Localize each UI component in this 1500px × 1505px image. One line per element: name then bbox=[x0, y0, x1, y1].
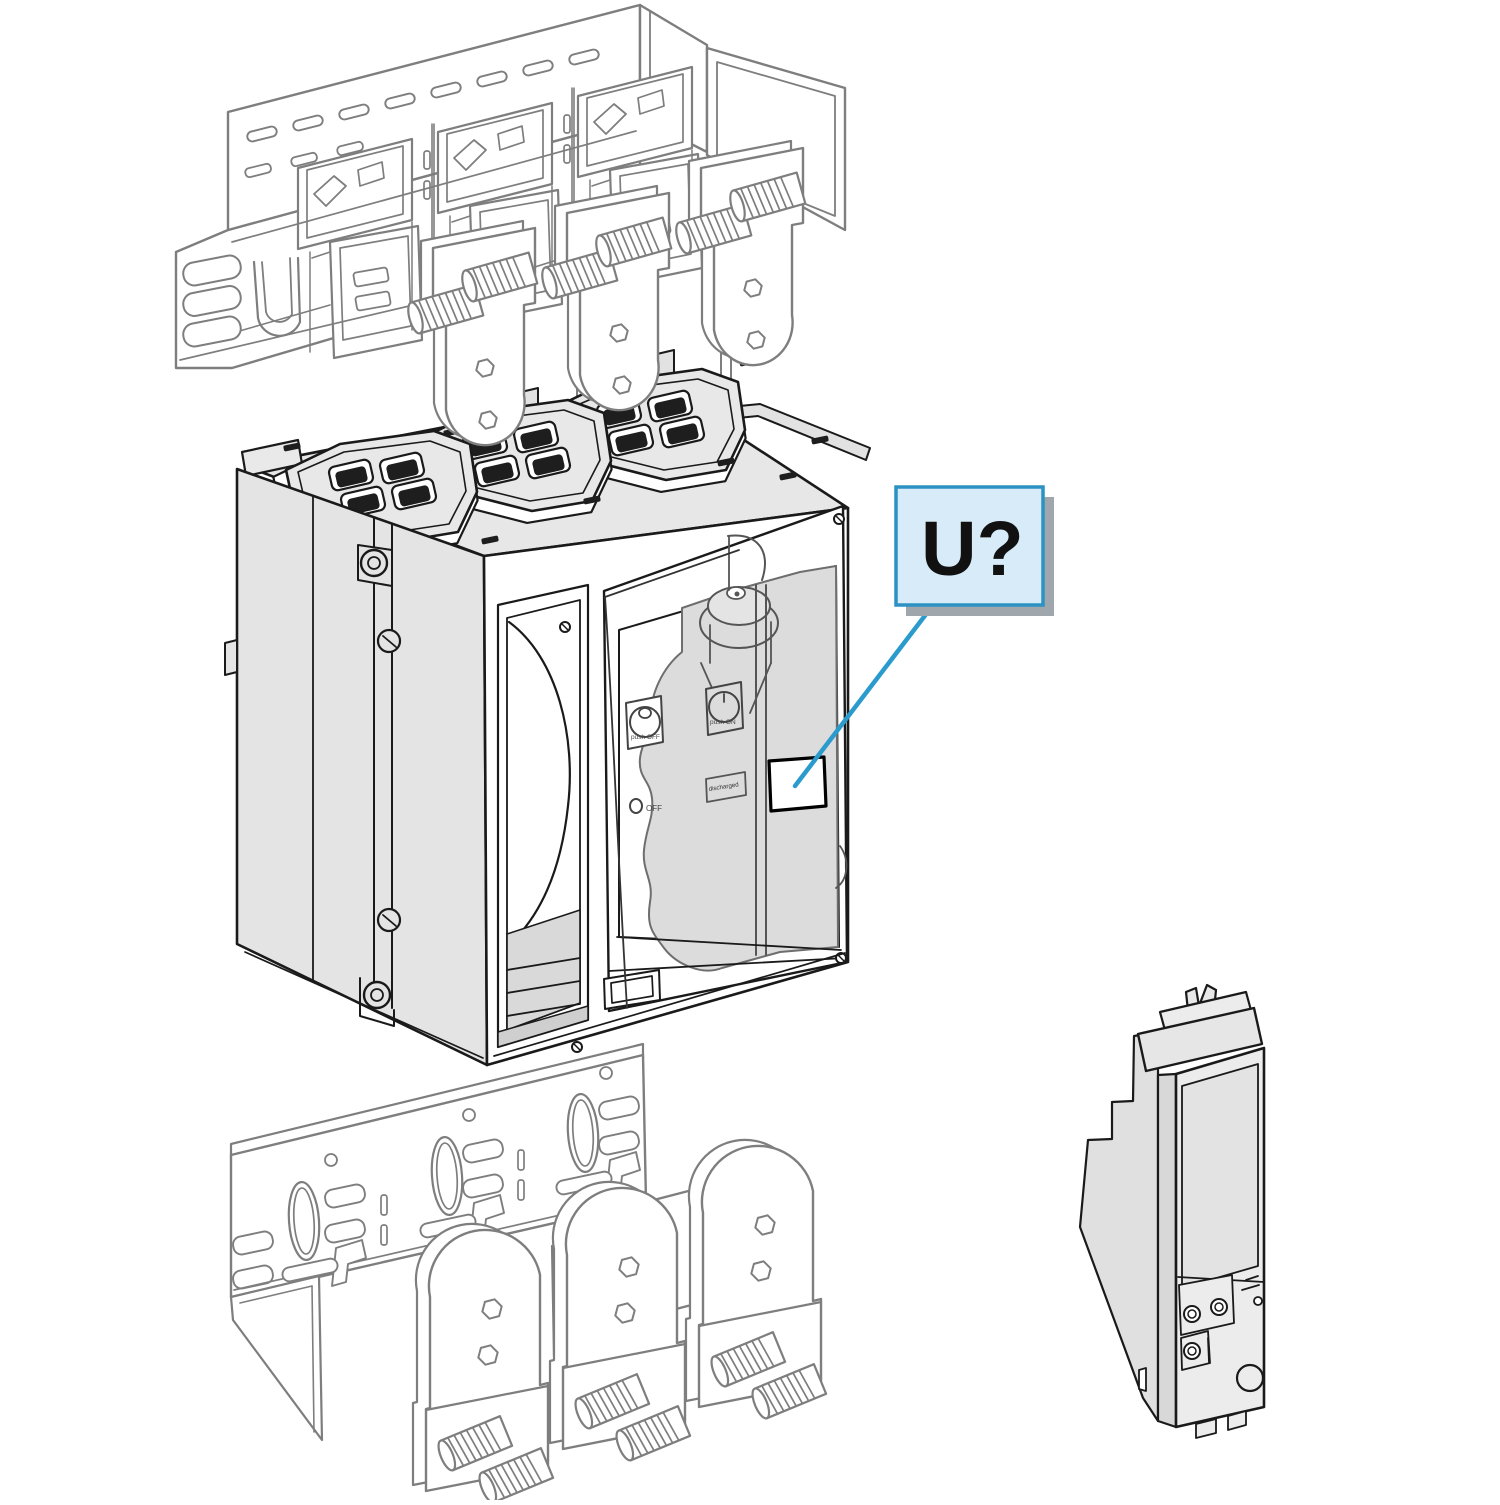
svg-text:OFF: OFF bbox=[646, 804, 662, 813]
svg-text:U?: U? bbox=[921, 506, 1024, 592]
svg-text:discharged: discharged bbox=[708, 781, 740, 793]
svg-text:push OFF: push OFF bbox=[631, 734, 660, 741]
svg-text:push ON: push ON bbox=[710, 719, 736, 726]
